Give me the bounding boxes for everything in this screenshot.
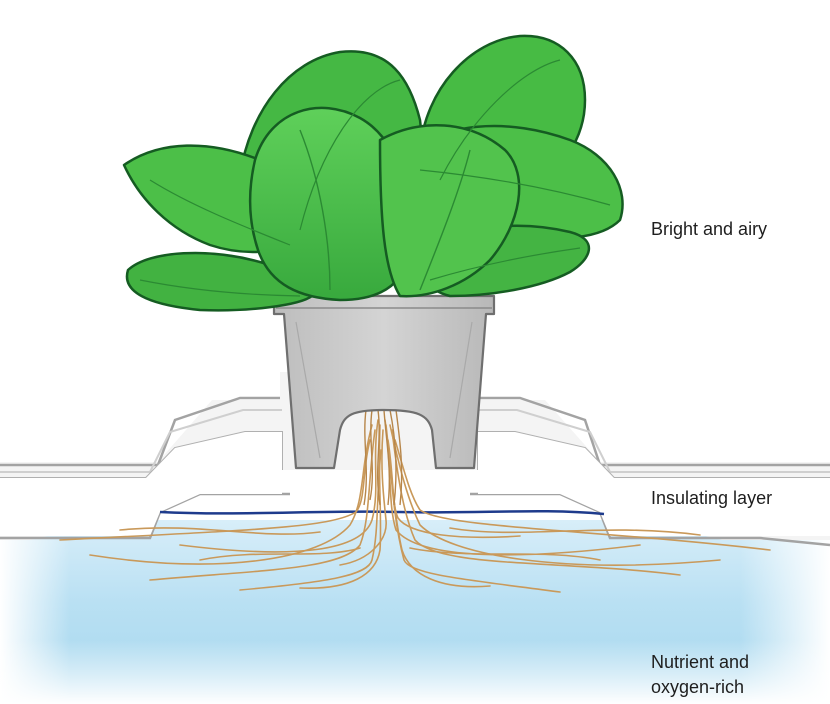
label-nutrient-line2: oxygen-rich <box>651 675 749 700</box>
label-insulating-layer: Insulating layer <box>651 486 772 511</box>
label-nutrient-oxygen: Nutrient and oxygen-rich <box>651 650 749 700</box>
label-bright-and-airy: Bright and airy <box>651 217 767 242</box>
label-nutrient-line1: Nutrient and <box>651 650 749 675</box>
lettuce-plant <box>124 36 623 310</box>
water-surface-line <box>160 511 604 514</box>
